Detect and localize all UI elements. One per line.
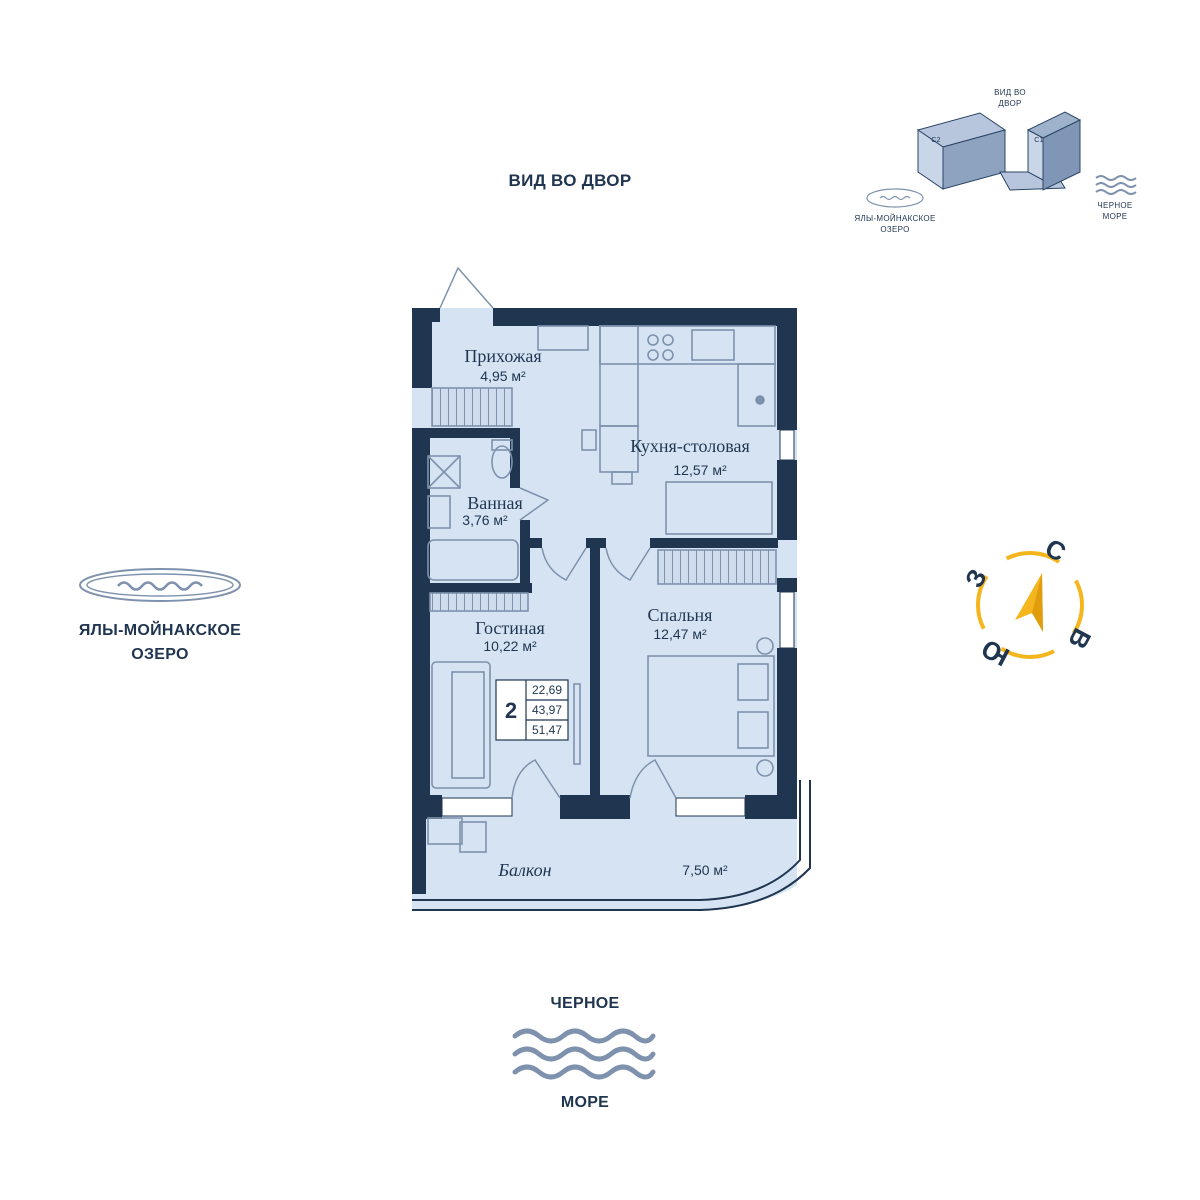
room-area-bedroom: 12,47 м² (653, 626, 707, 642)
keyplan-courtyard-line2: ДВОР (998, 99, 1022, 108)
room-name-bath: Ванная (467, 493, 523, 513)
windows (441, 429, 795, 817)
room-name-living: Гостиная (475, 618, 545, 638)
summary-living-area: 22,69 (531, 683, 563, 697)
summary-area-with-balcony: 51,47 (531, 723, 563, 737)
sea-waves-icon (512, 1024, 658, 1084)
room-area-balcony: 7,50 м² (682, 862, 728, 878)
key-plan: ВИД ВО ДВОР С2 С1 ЯЛЫ-МОЙНАКСКОЕ ОЗЕРО Ч… (840, 80, 1160, 260)
keyplan-courtyard-line1: ВИД ВО (994, 88, 1026, 97)
keyplan-lake-line2: ОЗЕРО (880, 225, 910, 234)
room-name-hall: Прихожая (464, 346, 542, 366)
keyplan-block-c2: С2 (931, 137, 941, 144)
compass: С З В Ю (959, 532, 1100, 675)
building-c1 (1026, 111, 1082, 191)
keyplan-sea-line1: ЧЕРНОЕ (1097, 201, 1133, 210)
room-name-bedroom: Спальня (647, 605, 713, 625)
walls (412, 308, 797, 894)
lake-label-line2: ОЗЕРО (131, 646, 189, 663)
furniture (427, 325, 777, 853)
room-area-bath: 3,76 м² (462, 512, 508, 528)
sea-label-line1: ЧЕРНОЕ (550, 995, 620, 1012)
balcony-railing (412, 780, 811, 911)
lake-label-line1: ЯЛЫ-МОЙНАКСКОЕ (78, 622, 242, 639)
summary-total-area: 43,97 (531, 703, 563, 717)
entrance-door-icon (439, 266, 494, 309)
keyplan-sea-line2: МОРЕ (1102, 212, 1128, 221)
room-area-hall: 4,95 м² (480, 368, 526, 384)
room-name-balcony: Балкон (498, 860, 552, 880)
room-area-kitchen: 12,57 м² (673, 462, 727, 478)
sea-label-line2: МОРЕ (560, 1094, 610, 1111)
view-courtyard-label: ВИД ВО ДВОР (508, 171, 632, 190)
summary-rooms-count: 2 (504, 698, 518, 723)
keyplan-block-c1: С1 (1034, 137, 1044, 144)
area-summary-table (495, 679, 569, 741)
interior-doors (511, 487, 677, 799)
lake-icon (78, 567, 242, 603)
keyplan-lake-line1: ЯЛЫ-МОЙНАКСКОЕ (854, 214, 936, 223)
room-name-kitchen: Кухня-столовая (630, 436, 750, 456)
room-area-living: 10,22 м² (483, 638, 537, 654)
